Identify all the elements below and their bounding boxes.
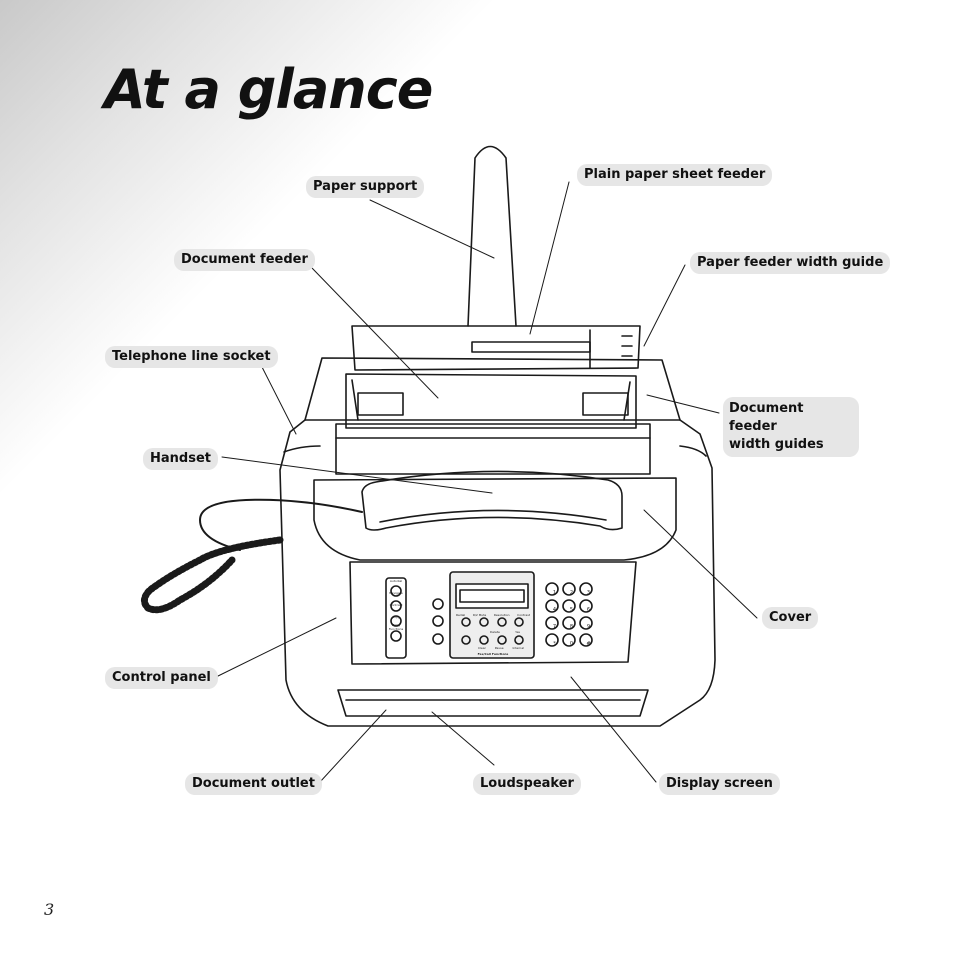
key-8: 8 xyxy=(569,624,574,630)
panel-label-copy: Copy xyxy=(392,615,400,619)
label-telephone-line-socket: Telephone line socket xyxy=(105,346,278,368)
handset xyxy=(361,470,623,531)
label-document-feeder-width-guides: Document feeder width guides xyxy=(723,397,859,457)
key-1: 1 xyxy=(552,590,557,596)
label-document-feeder-width-guides-line1: Document feeder xyxy=(729,401,804,434)
coiled-cord xyxy=(141,536,284,614)
panel-label-resolution: Resolution xyxy=(493,613,510,617)
panel-function-buttons xyxy=(432,598,444,645)
keypad xyxy=(545,582,593,647)
panel-label-delete: Delete xyxy=(490,630,500,634)
leader-lines xyxy=(215,181,758,783)
key-4: 4 xyxy=(552,607,557,613)
page-number: 3 xyxy=(44,900,55,919)
panel-label-navigate: Navigate xyxy=(389,591,403,595)
panel-label-autodial: Autodial xyxy=(389,579,403,583)
paper-sheet-feeder xyxy=(351,325,641,371)
panel-bottom-labels: Clear Pause Internal xyxy=(478,646,524,650)
panel-label-clear: Clear xyxy=(478,646,486,650)
control-panel-plate xyxy=(349,561,637,665)
key-star: * xyxy=(553,641,556,647)
panel-mid-labels: Delete Yes xyxy=(490,630,520,634)
display-buttons xyxy=(461,617,524,645)
key-6: 6 xyxy=(586,607,591,613)
panel-left-buttons xyxy=(390,585,402,642)
panel-top-labels: Redial R/2 Mute Resolution Contrast xyxy=(456,613,530,617)
panel-label-yes: Yes xyxy=(515,630,520,634)
panel-label-internal: Internal xyxy=(512,646,524,650)
panel-label-contrast2: Contrast xyxy=(517,613,530,617)
label-control-panel: Control panel xyxy=(105,667,218,689)
page-title: At a glance xyxy=(104,58,433,121)
label-cover: Cover xyxy=(762,607,819,629)
panel-label-redial: Redial xyxy=(456,613,466,617)
panel-label-copy-footer: Copy xyxy=(391,623,401,627)
paper-support xyxy=(467,145,517,327)
key-2: 2 xyxy=(569,590,574,596)
label-paper-feeder-width-guide: Paper feeder width guide xyxy=(690,252,891,274)
panel-label-mute: R/2 Mute xyxy=(472,613,487,617)
label-document-feeder: Document feeder xyxy=(174,249,315,271)
key-3: 3 xyxy=(586,590,591,596)
keypad-digits: 1 2 3 4 5 6 7 8 9 * 0 # xyxy=(546,585,592,653)
panel-label-contrast: Contrast xyxy=(389,603,403,607)
panel-label-pause: Pause xyxy=(494,646,504,650)
key-5: 5 xyxy=(569,607,574,613)
panel-label-functions: Functions xyxy=(388,627,404,631)
key-7: 7 xyxy=(552,624,557,630)
panel-footer-label: Fax/Call Functions xyxy=(477,652,509,656)
label-plain-paper-sheet-feeder: Plain paper sheet feeder xyxy=(577,164,773,186)
display-window xyxy=(455,583,529,609)
label-document-outlet: Document outlet xyxy=(185,773,322,795)
label-handset: Handset xyxy=(143,448,218,470)
label-loudspeaker: Loudspeaker xyxy=(473,773,581,795)
key-9: 9 xyxy=(586,624,591,630)
label-document-feeder-width-guides-line2: width guides xyxy=(729,437,824,452)
key-hash: # xyxy=(586,641,591,647)
document-outlet xyxy=(337,689,649,717)
label-display-screen: Display screen xyxy=(659,773,780,795)
label-paper-support: Paper support xyxy=(306,176,425,198)
key-0: 0 xyxy=(569,641,574,647)
fax-body xyxy=(279,419,716,727)
panel-left-labels: Autodial Navigate Contrast Copy Copy Fun… xyxy=(384,579,408,631)
document-feeder xyxy=(304,357,681,421)
